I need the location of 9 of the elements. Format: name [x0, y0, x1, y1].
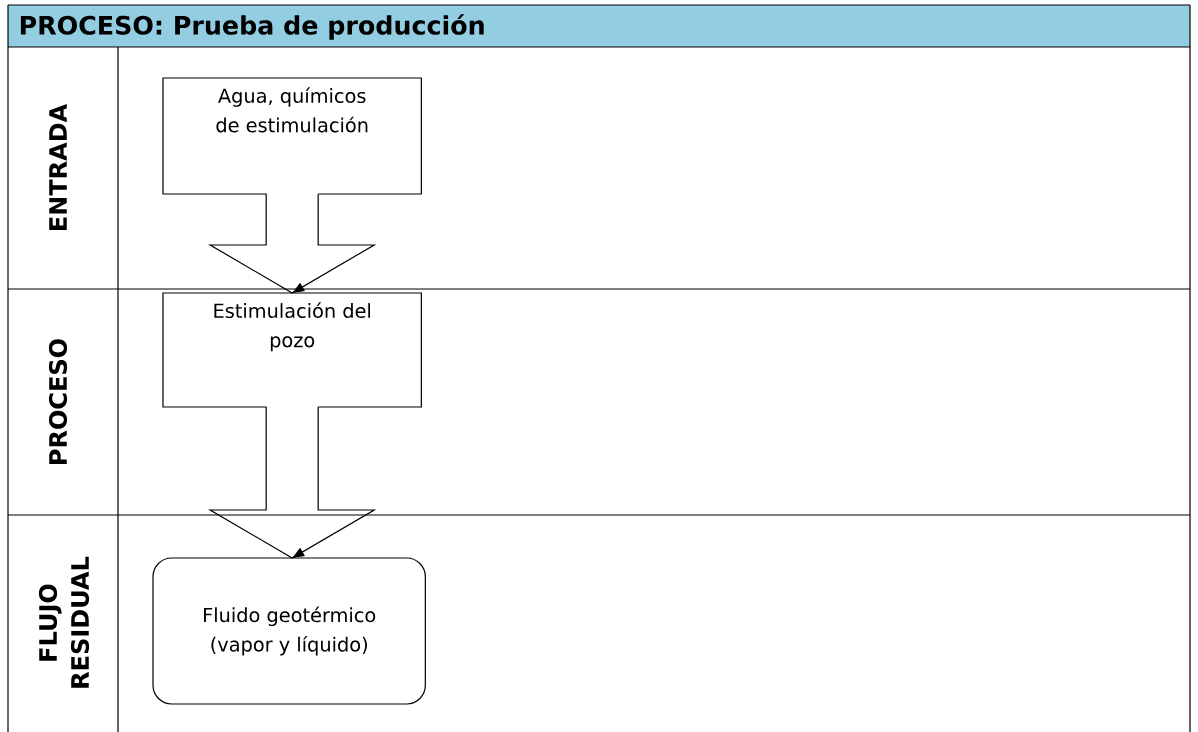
block-arrow: [207, 193, 377, 294]
row-label: PROCESO: [48, 339, 68, 464]
row-label: FLUJO RESIDUAL: [38, 556, 90, 688]
rounded-box: Fluido geotérmico (vapor y líquido): [152, 557, 426, 705]
row-label: ENTRADA: [49, 103, 67, 230]
block-arrow: [207, 406, 377, 559]
process-box: Agua, químicos de estimulación: [162, 77, 422, 195]
process-box: Estimulación del pozo: [162, 292, 422, 408]
title: PROCESO: Prueba de producción: [20, 14, 484, 40]
